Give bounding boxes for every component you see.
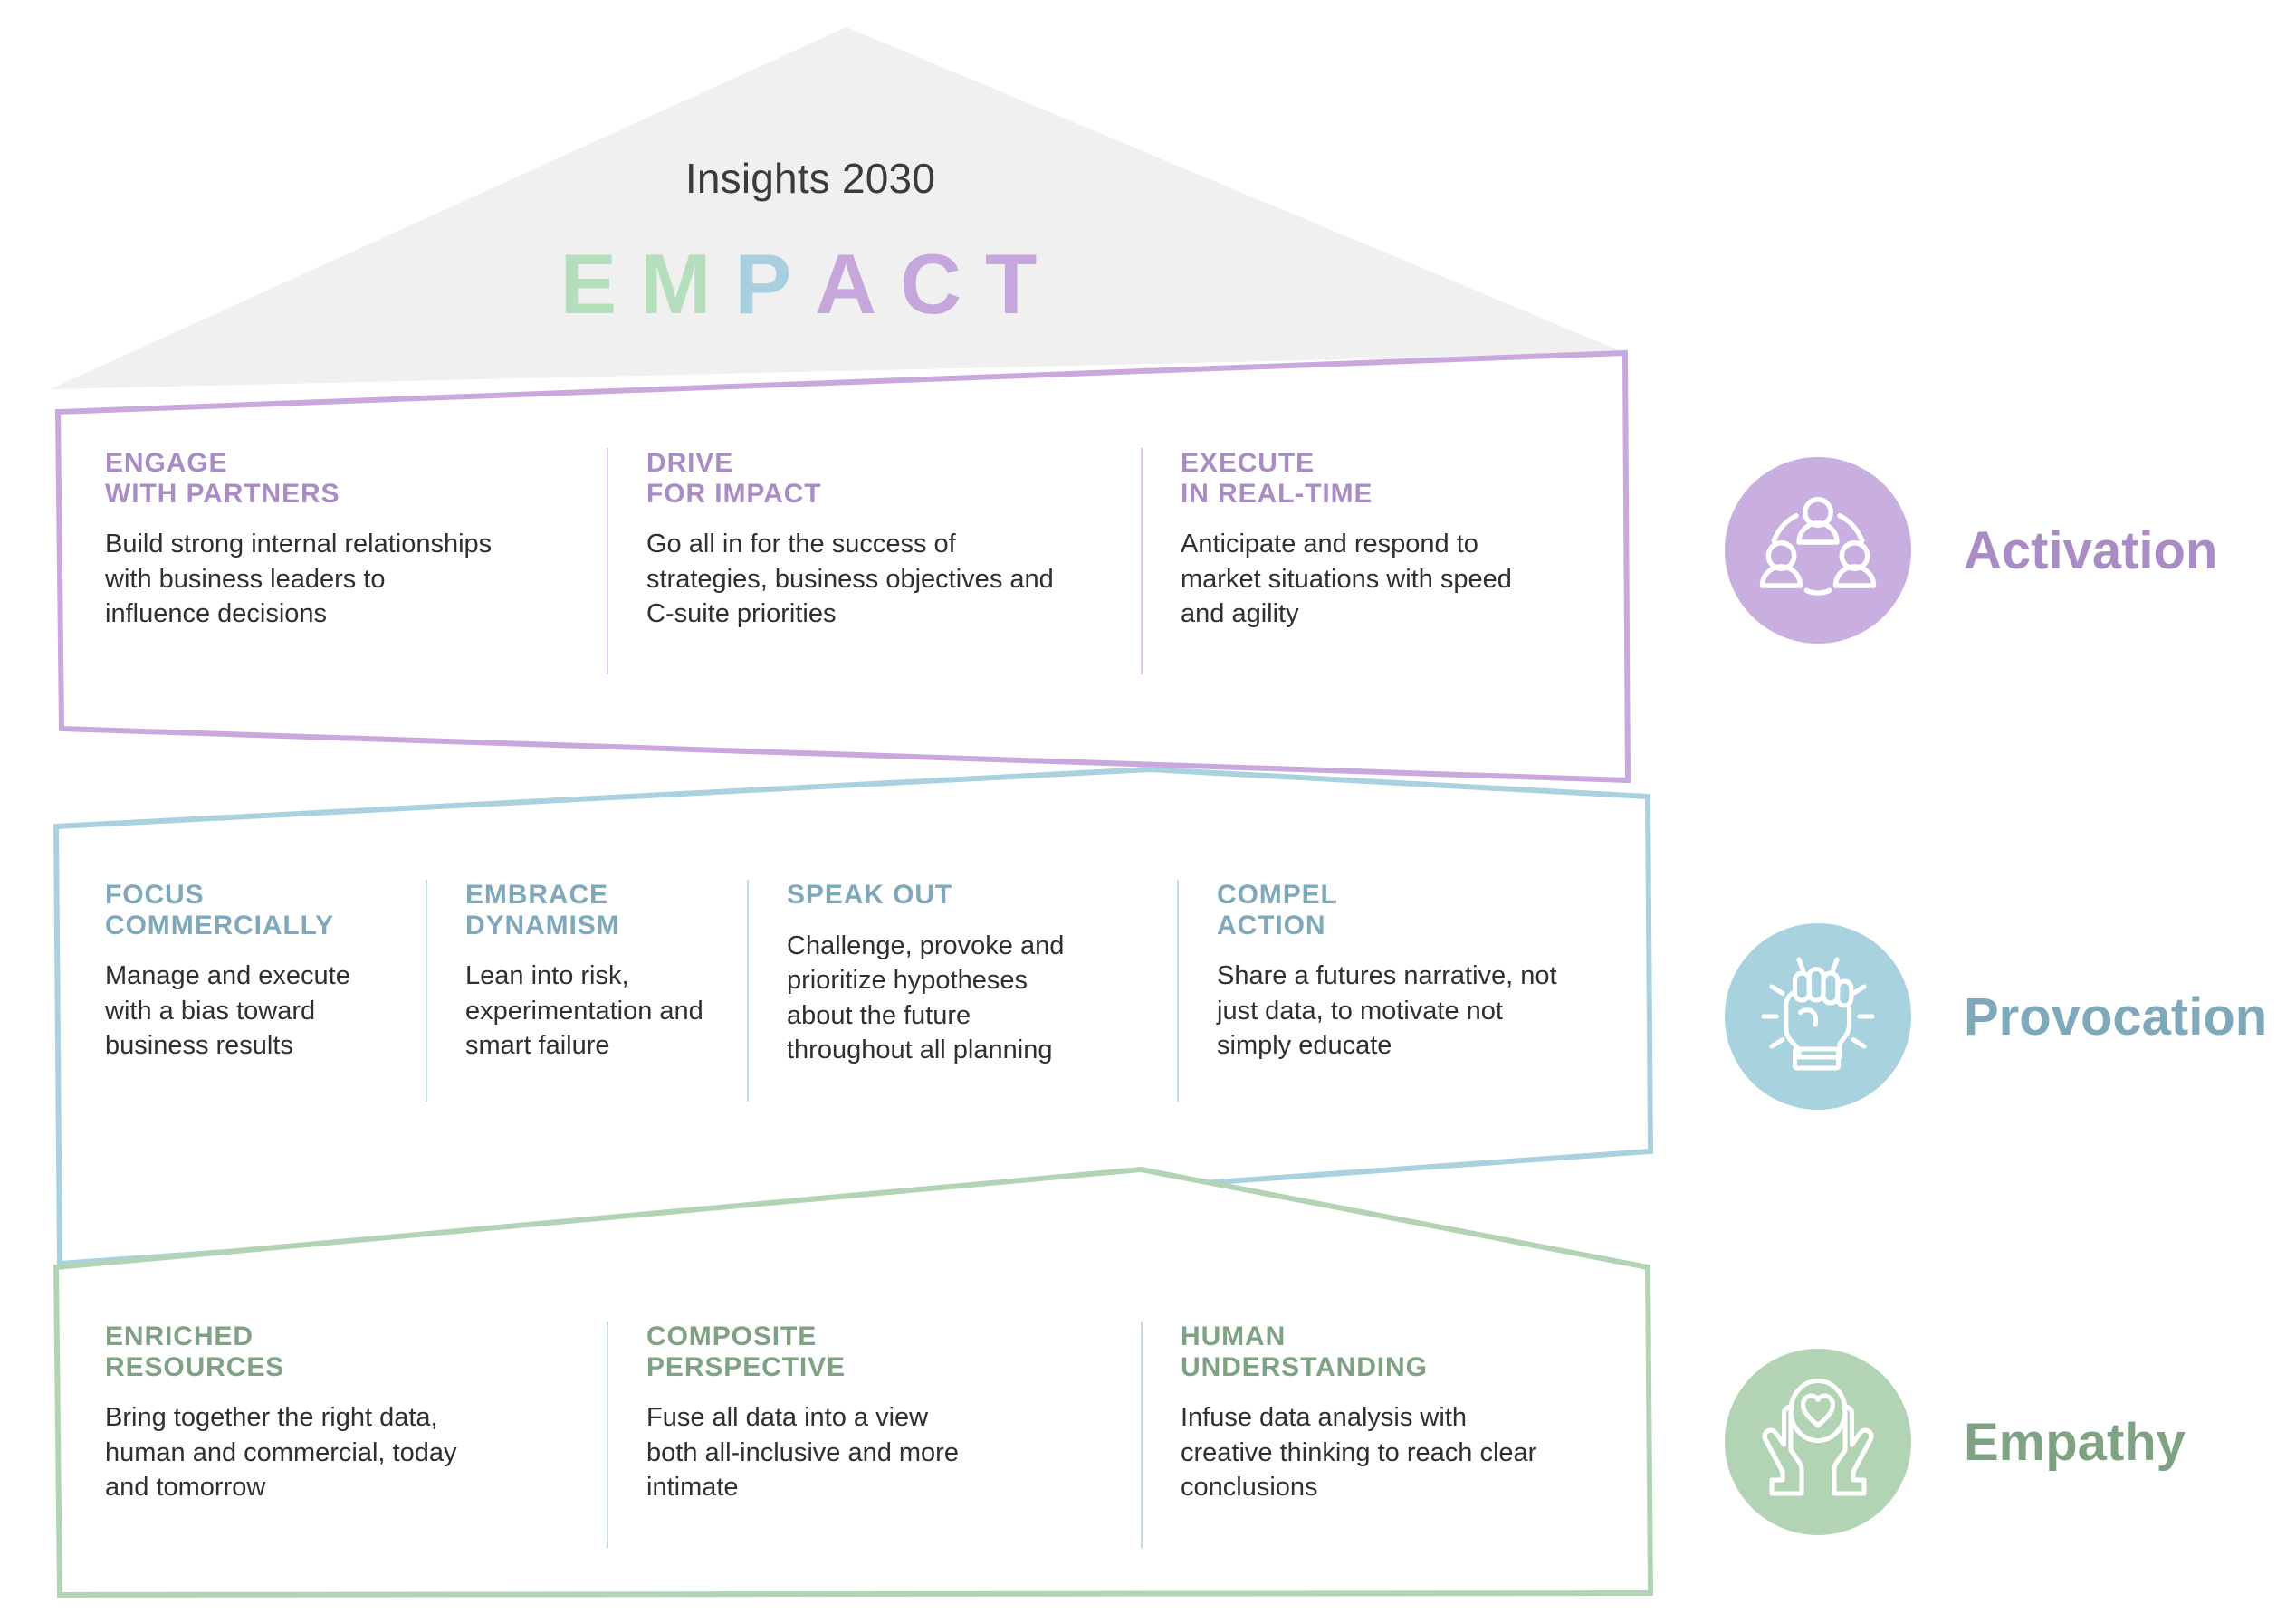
body-human-understanding: Infuse data analysis with creative think… [1181,1403,1537,1503]
acronym-empact: EMPACT [0,235,1621,333]
column-divider [607,1322,608,1548]
kicker-focus-commercially: FOCUS COMMERCIALLY [105,880,335,940]
column-divider [607,448,608,674]
activation-column-engage: ENGAGE WITH PARTNERS Build strong intern… [63,448,607,632]
activation-column-execute: EXECUTE IN REAL-TIME Anticipate and resp… [1141,448,1621,674]
activation-badge [1725,457,1911,644]
empathy-badge [1725,1349,1911,1535]
page-title: Insights 2030 [684,155,936,202]
legend-label-empathy: Empathy [1964,1412,2186,1472]
acronym-letter-3: P [734,236,816,331]
kicker-human-understanding: HUMAN UNDERSTANDING [1181,1322,1428,1382]
column-divider [1141,448,1143,674]
people-network-icon [1759,497,1877,596]
provocation-column-compel: COMPEL ACTION Share a futures narrative,… [1177,880,1648,1102]
empathy-column-enriched: ENRICHED RESOURCES Bring together the ri… [63,1322,607,1505]
body-drive-for-impact: Go all in for the success of strategies,… [646,530,1054,629]
column-divider [1141,1322,1143,1548]
roof-triangle [50,27,1625,389]
legend-item-empathy[interactable]: Empathy [1725,1349,2186,1535]
kicker-composite-perspective: COMPOSITE PERSPECTIVE [646,1322,846,1382]
empathy-columns: ENRICHED RESOURCES Bring together the ri… [63,1322,1648,1548]
kicker-execute-in-real-time: EXECUTE IN REAL-TIME [1181,448,1373,509]
provocation-column-focus: FOCUS COMMERCIALLY Manage and execute wi… [63,880,426,1068]
body-engage-with-partners: Build strong internal relationships with… [105,530,493,629]
body-focus-commercially: Manage and execute with a bias toward bu… [105,961,350,1061]
legend-item-provocation[interactable]: Provocation [1725,923,2267,1110]
kicker-engage-with-partners: ENGAGE WITH PARTNERS [105,448,340,509]
body-enriched-resources: Bring together the right data, human and… [105,1403,457,1503]
body-composite-perspective: Fuse all data into a view both all-inclu… [646,1403,959,1503]
column-divider [426,880,427,1102]
body-embrace-dynamism: Lean into risk, experimentation and smar… [465,961,703,1061]
legend-label-activation: Activation [1964,520,2218,580]
hands-heart-icon [1762,1378,1874,1496]
empathy-column-human: HUMAN UNDERSTANDING Infuse data analysis… [1141,1322,1621,1548]
kicker-drive-for-impact: DRIVE FOR IMPACT [646,448,822,509]
column-divider [747,880,749,1102]
body-compel-action: Share a futures narrative, not just data… [1217,961,1557,1061]
provocation-column-embrace: EMBRACE DYNAMISM Lean into risk, experim… [426,880,747,1102]
provocation-column-speak-out: SPEAK OUT Challenge, provoke and priorit… [747,880,1177,1102]
empathy-column-composite: COMPOSITE PERSPECTIVE Fuse all data into… [607,1322,1141,1548]
acronym-letter-2: M [640,236,735,331]
activation-column-drive: DRIVE FOR IMPACT Go all in for the succe… [607,448,1141,674]
acronym-letter-4: A [815,236,901,331]
kicker-embrace-dynamism: EMBRACE DYNAMISM [465,880,620,940]
legend-item-activation[interactable]: Activation [1725,457,2217,644]
acronym-letter-1: E [560,236,641,331]
column-divider [1177,880,1179,1102]
body-speak-out: Challenge, provoke and prioritize hypoth… [787,931,1065,1065]
kicker-enriched-resources: ENRICHED RESOURCES [105,1322,285,1382]
activation-columns: ENGAGE WITH PARTNERS Build strong intern… [63,448,1621,674]
kicker-compel-action: COMPEL ACTION [1217,880,1338,940]
raised-fist-icon [1761,957,1875,1071]
provocation-columns: FOCUS COMMERCIALLY Manage and execute wi… [63,880,1648,1102]
kicker-speak-out: SPEAK OUT [787,880,953,910]
provocation-badge [1725,923,1911,1110]
body-execute-in-real-time: Anticipate and respond to market situati… [1181,530,1512,629]
acronym-letter-6: T [985,236,1061,331]
legend-label-provocation: Provocation [1964,987,2268,1046]
acronym-letter-5: C [900,236,986,331]
